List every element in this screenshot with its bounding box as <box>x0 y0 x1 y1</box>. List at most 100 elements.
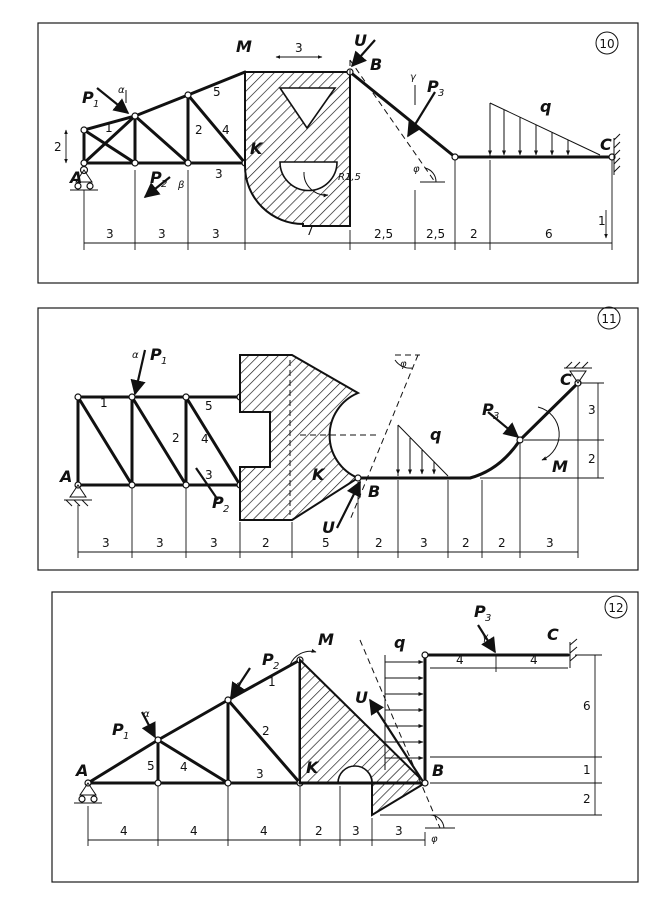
label-P2-12: P <box>262 650 274 669</box>
svg-text:4: 4 <box>120 824 128 838</box>
label-q-10: q <box>540 97 551 116</box>
svg-text:3: 3 <box>102 536 110 550</box>
force-P2-12 <box>230 667 251 699</box>
dimensions-12: 4 4 6 1 2 4 4 4 2 3 3 <box>87 653 602 846</box>
triangle-hole-10 <box>278 87 337 130</box>
scheme-12: 12 <box>51 591 639 883</box>
panel-10-number-circle <box>595 31 619 55</box>
dimensions-10: 3 2 3 3 3 2,5 2,5 2 6 1 <box>54 41 613 250</box>
svg-text:2: 2 <box>470 227 478 241</box>
truss-10 <box>80 70 249 167</box>
svg-text:2: 2 <box>161 179 167 190</box>
label-q-11: q <box>430 425 441 444</box>
svg-text:1: 1 <box>598 214 606 228</box>
panel-10-frame <box>37 22 639 284</box>
panel-12-number: 12 <box>608 601 623 615</box>
label-A-11: A <box>58 467 72 486</box>
svg-text:2: 2 <box>172 431 180 445</box>
label-U-12: U <box>355 688 368 707</box>
svg-text:2,5: 2,5 <box>426 227 445 241</box>
svg-text:1: 1 <box>105 121 113 135</box>
svg-text:5: 5 <box>147 759 155 773</box>
svg-text:3: 3 <box>352 824 360 838</box>
dimensions-11: 3 2 3 3 3 2 5 2 3 2 2 3 <box>77 382 604 558</box>
svg-text:4: 4 <box>180 760 188 774</box>
force-P1-12 <box>141 711 156 739</box>
svg-text:2: 2 <box>262 724 270 738</box>
svg-text:2: 2 <box>195 123 203 137</box>
svg-text:3: 3 <box>295 41 303 55</box>
panel-10-number: 10 <box>599 37 614 51</box>
label-K-10: K <box>250 139 264 158</box>
svg-text:4: 4 <box>222 123 230 137</box>
force-P3-10 <box>407 91 436 138</box>
distributed-load-10 <box>488 102 601 157</box>
label-P2-10: P <box>150 168 162 187</box>
svg-text:3: 3 <box>438 88 444 99</box>
label-q-12: q <box>394 633 405 652</box>
svg-text:R1,5: R1,5 <box>338 172 361 183</box>
label-B-10: B <box>370 55 382 74</box>
reaction-U-12 <box>369 698 423 781</box>
svg-text:1: 1 <box>100 396 108 410</box>
svg-text:4: 4 <box>260 824 268 838</box>
svg-text:3: 3 <box>215 167 223 181</box>
panel-11-number-circle <box>597 306 621 330</box>
distributed-load-11 <box>396 424 449 477</box>
svg-text:5: 5 <box>205 399 213 413</box>
svg-text:3: 3 <box>546 536 554 550</box>
svg-text:3: 3 <box>158 227 166 241</box>
sloped-bar-10 <box>348 70 457 159</box>
pin-support-A-10 <box>70 165 98 191</box>
svg-text:4: 4 <box>530 653 538 667</box>
label-P1-12: P <box>112 720 124 739</box>
scheme-11: 11 <box>37 306 639 571</box>
svg-text:2: 2 <box>315 824 323 838</box>
svg-text:3: 3 <box>205 468 213 482</box>
svg-text:2: 2 <box>583 792 591 806</box>
label-K-12: K <box>306 758 320 777</box>
label-A-12: A <box>74 761 88 780</box>
svg-text:2,5: 2,5 <box>374 227 393 241</box>
label-P2-11: P <box>212 493 224 512</box>
svg-text:β: β <box>177 180 185 191</box>
label-M-11: M <box>552 457 568 476</box>
label-M-12: M <box>318 630 334 649</box>
svg-text:γ: γ <box>482 632 489 643</box>
svg-text:2: 2 <box>54 140 62 154</box>
plate-11 <box>239 354 361 521</box>
label-P3-11: P <box>482 400 494 419</box>
pin-support-A-11 <box>64 484 92 507</box>
svg-text:3: 3 <box>106 227 114 241</box>
pin-support-C-11 <box>564 361 592 384</box>
svg-text:γ: γ <box>410 72 417 83</box>
svg-text:3: 3 <box>395 824 403 838</box>
svg-text:3: 3 <box>588 403 596 417</box>
label-C-10: C <box>600 135 612 154</box>
label-C-11: C <box>560 370 572 389</box>
svg-text:2: 2 <box>462 536 470 550</box>
label-U-11: U <box>322 518 335 537</box>
label-K-11: K <box>312 465 326 484</box>
panel-12-frame <box>51 591 639 883</box>
svg-text:α: α <box>132 350 139 361</box>
svg-text:β: β <box>234 682 242 693</box>
force-P1-10 <box>96 87 130 114</box>
force-P3-12 <box>477 624 496 654</box>
svg-text:2: 2 <box>375 536 383 550</box>
label-B-12: B <box>432 761 444 780</box>
svg-text:2: 2 <box>588 452 596 466</box>
moment-arc-11 <box>537 406 560 461</box>
label-C-12: C <box>547 625 559 644</box>
svg-text:α: α <box>143 709 150 720</box>
svg-text:2: 2 <box>223 504 229 515</box>
reaction-U-11 <box>336 480 361 529</box>
plate-10 <box>244 71 351 227</box>
svg-text:2: 2 <box>498 536 506 550</box>
svg-text:3: 3 <box>210 536 218 550</box>
label-P3-12: P <box>474 602 486 621</box>
svg-text:φ: φ <box>400 359 407 370</box>
svg-text:1: 1 <box>268 675 276 689</box>
svg-text:φ: φ <box>431 834 438 845</box>
